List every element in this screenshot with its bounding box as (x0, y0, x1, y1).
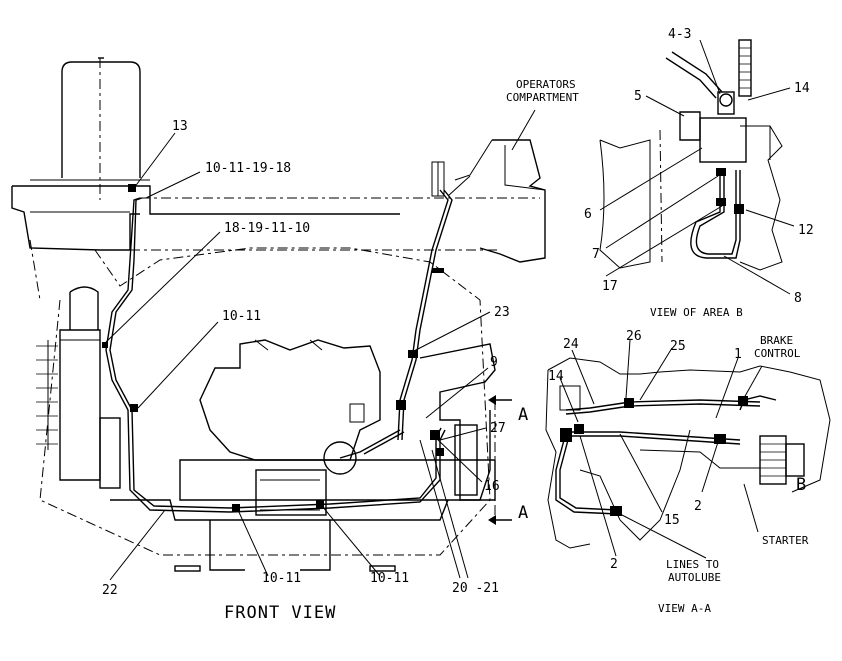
section-marker-top: A (518, 405, 529, 425)
body-outline (29, 239, 491, 556)
callout-13: 13 (172, 119, 188, 134)
callout-8: 8 (794, 291, 802, 306)
callout-7: 7 (592, 247, 600, 262)
callout-17: 17 (602, 279, 618, 294)
callout-15: 15 (664, 513, 680, 528)
callout-5: 5 (634, 89, 642, 104)
front-view-caption: FRONT VIEW (224, 603, 336, 623)
view-a-a: 24 26 25 1 14 2 15 2 B BRAKE CONTROL STA… (545, 329, 831, 615)
lines-to-autolube-line2: AUTOLUBE (668, 571, 721, 584)
front-leaders (105, 109, 536, 581)
callout-14-aa: 14 (548, 369, 564, 384)
callout-1: 1 (734, 347, 742, 362)
callout-b: B (796, 475, 807, 495)
section-marker-bottom: A (518, 503, 529, 523)
callout-14-b: 14 (794, 81, 810, 96)
engine (179, 339, 496, 516)
callout-10-11-bottom-a: 10-11 (262, 571, 301, 586)
view-area-b: 4-3 5 14 6 7 12 17 8 VIEW OF AREA B (584, 27, 814, 319)
callout-2-right: 2 (694, 499, 702, 514)
callout-16: 16 (484, 479, 500, 494)
callout-10-11-bottom-b: 10-11 (370, 571, 409, 586)
brake-control-line1: BRAKE (760, 334, 793, 347)
operators-label-line2: COMPARTMENT (506, 91, 579, 104)
operators-label-line1: OPERATORS (516, 78, 576, 91)
upper-deck (11, 179, 540, 251)
starter-label: STARTER (762, 534, 809, 547)
lube-lines (60, 175, 471, 513)
bottom-frame (110, 499, 449, 572)
callout-18-19-11-10: 18-19-11-10 (224, 221, 310, 236)
tank (61, 57, 141, 200)
callout-4-3: 4-3 (668, 27, 691, 42)
callout-26: 26 (626, 329, 642, 344)
callout-6: 6 (584, 207, 592, 222)
front-view: A A 13 10-11-19-18 18-19-11-10 10-11 23 … (11, 57, 579, 623)
callout-2-left: 2 (610, 557, 618, 572)
callout-9: 9 (490, 355, 498, 370)
view-a-a-caption: VIEW A-A (658, 602, 711, 615)
lines-to-autolube-line1: LINES TO (666, 558, 719, 571)
callout-23: 23 (494, 305, 510, 320)
operators-compartment (431, 139, 546, 263)
right-panel (323, 343, 496, 501)
callout-25: 25 (670, 339, 686, 354)
radiator (36, 286, 121, 489)
view-area-b-caption: VIEW OF AREA B (650, 306, 743, 319)
callout-12: 12 (798, 223, 814, 238)
brake-control-line2: CONTROL (754, 347, 801, 360)
callout-10-11-left: 10-11 (222, 309, 261, 324)
callout-24: 24 (563, 337, 579, 352)
callout-10-11-19-18: 10-11-19-18 (205, 161, 291, 176)
callout-27: 27 (490, 421, 506, 436)
callout-22: 22 (102, 583, 118, 598)
section-cut-a: A A (488, 395, 529, 525)
callout-20-21: 20 -21 (452, 581, 499, 596)
